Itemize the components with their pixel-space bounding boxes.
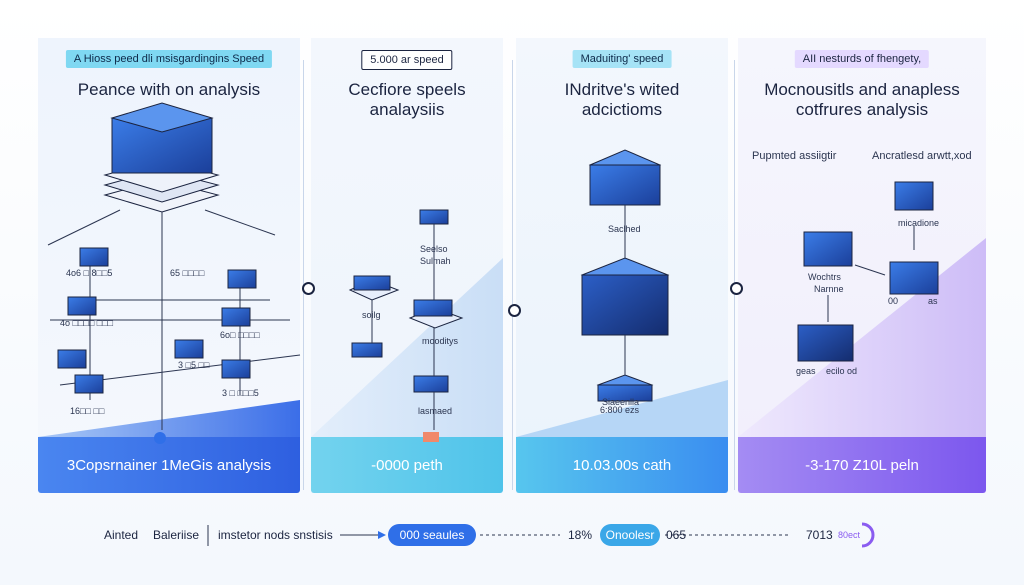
panel-4-label: micadione [898, 218, 940, 228]
panel-4-title-line-2: cotfrures analysis [795, 100, 929, 119]
panel-1-footer-bar: 3Copsrnainer 1MeGis analysis [38, 437, 300, 493]
divider-1 [303, 60, 304, 490]
panel-2-title-line-2: analaysiis [369, 100, 445, 119]
panel-3-label: 6:800 ezs [600, 405, 640, 415]
panel-1-ramp [38, 400, 300, 437]
bottom-value-7013: 7013 [806, 528, 833, 542]
panel-1-node-icons [57, 247, 257, 394]
bottom-label-ainted: Ainted [104, 528, 139, 542]
panel-2-ramp [311, 258, 503, 437]
panel-1-label: 3 □ □□□5 [222, 388, 259, 398]
panel-1-label: 65 □□□□ [170, 268, 205, 278]
connector-ring-3 [730, 282, 743, 295]
panel-2-tag: 5.000 ar speed [361, 50, 453, 70]
bottom-percent: 18% [568, 528, 593, 542]
panel-4-tag: AII nesturds of fhengety, [794, 50, 930, 68]
panel-1-info-dot [154, 432, 166, 444]
panel-3-cube-icons [580, 149, 670, 402]
panel-4-label: Ancratlesd arwtt,xod [872, 150, 972, 162]
panel-3-footer-bar: 10.03.00s cath [516, 437, 728, 493]
panel-2-label: Sulmah [420, 256, 451, 266]
panel-3-ramp [516, 380, 728, 437]
divider-3 [734, 60, 735, 490]
panel-2-stack-icons [348, 209, 464, 442]
connector-ring-2 [508, 304, 521, 317]
bottom-label-method: imstetor nods snstisis [218, 528, 333, 542]
panel-4-label: Pupmted assiigtir [752, 150, 837, 162]
panel-4-label: as [928, 296, 938, 306]
panel-4-label: Narnne [814, 284, 844, 294]
panel-4-label: 00 [888, 296, 899, 306]
panel-2-footer-bar: -0000 peth [311, 437, 503, 493]
server-stack-icon [103, 102, 220, 213]
connector-ring-1 [302, 282, 315, 295]
bottom-label-baleriise: Baleriise [153, 528, 200, 542]
bottom-row: Ainted Baleriise imstetor nods snstisis … [0, 520, 1024, 550]
panel-1-label: 16□□ □□ [70, 406, 105, 416]
panel-4-label: ecilo od [826, 366, 858, 376]
panel-2-label: Seelso [420, 244, 448, 254]
bottom-timeline [207, 522, 875, 548]
panel-3-label: Siaeenlla [602, 397, 640, 407]
panel-4-label: geas [796, 366, 816, 376]
panel-1-label: 4o □□□□ □□□ [60, 318, 114, 328]
panel-1-label: 6o□ □□□□ [220, 330, 260, 340]
panel-4-label: Wochtrs [808, 272, 841, 282]
divider-2 [512, 60, 513, 490]
panel-4-cube-icons [797, 181, 939, 362]
bottom-value-small: 80ect [838, 530, 861, 540]
seaules-pill: 000 seaules [388, 524, 476, 546]
panel-3-tag: Maduiting' speed [572, 50, 672, 68]
panel-1-tag: A Hioss peed dli msisgardingins Speed [65, 50, 273, 68]
panel-3-title-line-2: adcictioms [581, 100, 663, 119]
panel-4-title-line-1: Mocnousitls and anapless [764, 80, 960, 99]
panel-2-title-line-1: Cecfiore speels [348, 80, 466, 99]
onoolesr-pill: Onoolesr [600, 524, 660, 546]
bottom-value-065: 065 [666, 528, 687, 542]
panel-4-footer-bar: -3-170 Z10L peln [738, 437, 986, 493]
panel-2-label: mooditys [422, 336, 459, 346]
panel-2-label: soilg [362, 310, 381, 320]
panel-1-label: 4o6 □ 8□□5 [66, 268, 113, 278]
panel-1-title: Peance with on analysis [77, 80, 261, 99]
panel-3-label: Saclhed [608, 224, 641, 234]
panel-1-label: 3 □5 □□ [178, 360, 210, 370]
panel-2-label: lasmaed [418, 406, 453, 416]
panel-3-title-line-1: INdritve's wited [564, 80, 680, 99]
